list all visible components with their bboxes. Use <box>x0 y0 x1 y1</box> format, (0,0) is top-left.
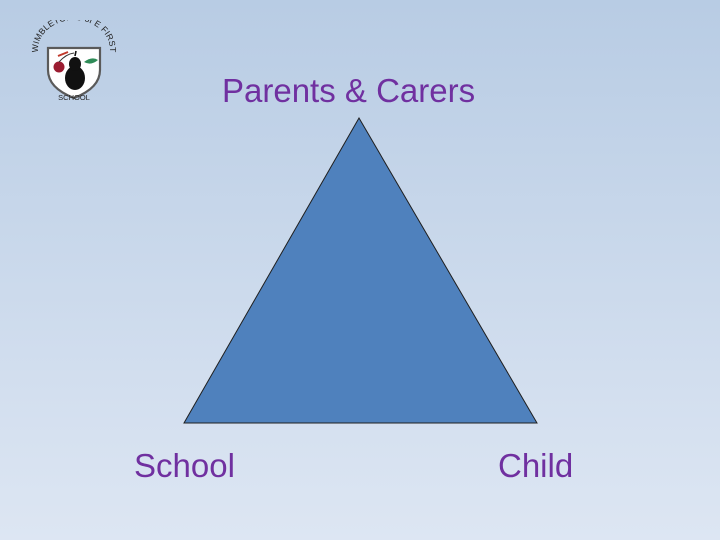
triangle-shape <box>183 117 538 424</box>
label-school: School <box>134 447 235 484</box>
pear-icon <box>65 50 85 90</box>
label-parents-carers: Parents & Carers <box>222 72 476 109</box>
leaf-icon <box>84 58 98 64</box>
svg-text:SCHOOL: SCHOOL <box>58 93 90 102</box>
label-child: Child <box>498 447 574 484</box>
school-crest-icon: WIMBLETON C of E FIRST SCHOOL <box>30 20 118 102</box>
cherry-icon <box>53 51 75 73</box>
